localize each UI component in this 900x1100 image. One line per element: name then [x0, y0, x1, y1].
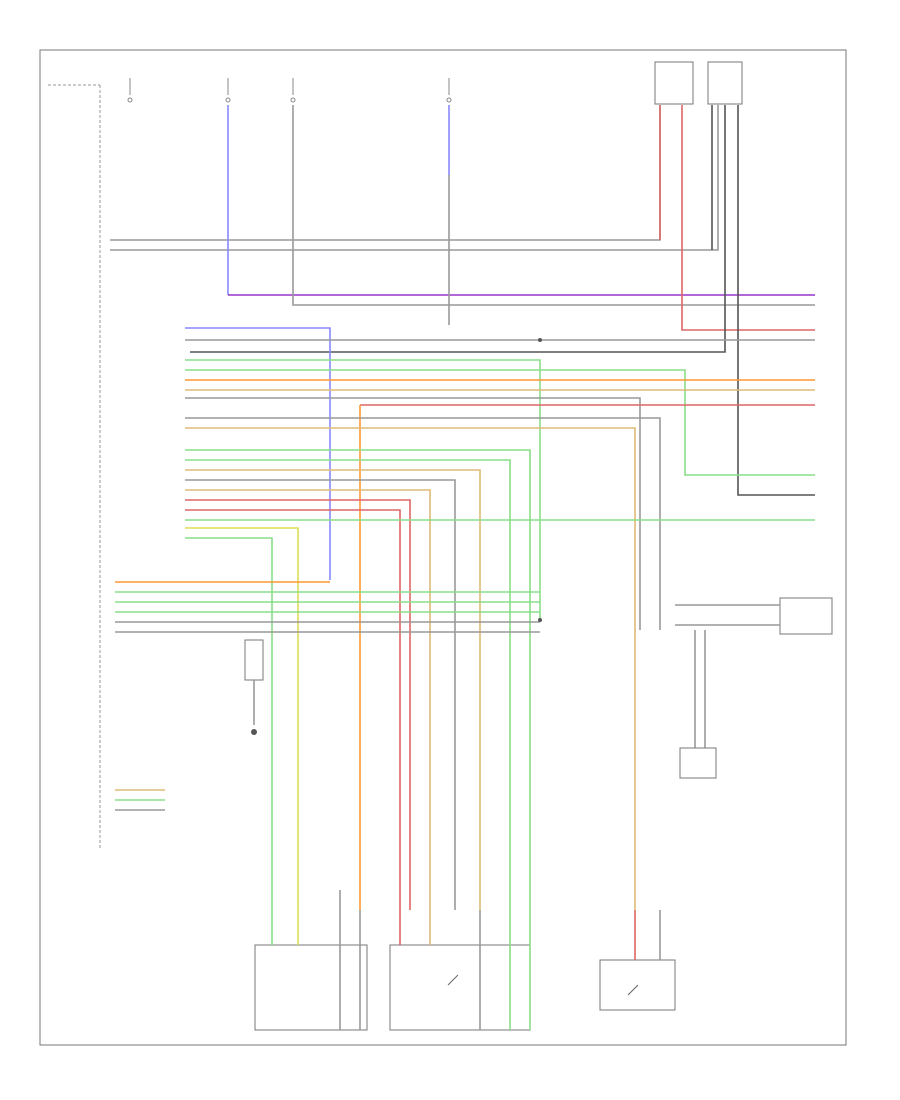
fuse-block-2 — [225, 78, 231, 103]
connector-top-right-1 — [654, 61, 694, 105]
left-sensor-component — [244, 639, 264, 681]
ground-icon — [251, 729, 257, 735]
fuse-block-1 — [127, 78, 133, 103]
sensor-box-lower-right — [679, 747, 717, 779]
diagram-frame — [39, 49, 847, 1046]
control-module-outline — [48, 84, 101, 850]
connector-top-right-2 — [707, 61, 743, 105]
splice-dot — [538, 618, 542, 622]
splice-dot — [538, 338, 542, 342]
switch-contact-icon — [447, 974, 639, 996]
switch-assembly-left — [254, 944, 368, 1031]
sensor-connector-right — [779, 597, 833, 635]
switch-assembly-middle — [389, 944, 531, 1031]
fuse-block-4 — [446, 78, 452, 103]
fuse-block-3 — [290, 78, 296, 103]
